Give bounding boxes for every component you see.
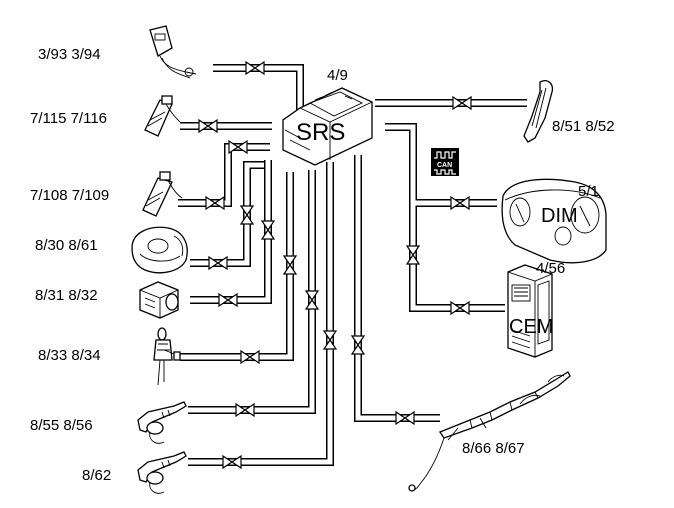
belt-pretensioner-icon <box>153 327 181 386</box>
bus-7-108-core <box>178 144 270 206</box>
passenger-airbag-icon <box>139 281 179 319</box>
can-label: CAN <box>437 162 452 169</box>
pretensioner-icon-upper <box>137 401 187 444</box>
steering-wheel-airbag-icon <box>131 226 188 274</box>
seatbelt-buckle-icon <box>149 25 197 79</box>
connector-marker-8 <box>235 402 255 418</box>
connector-marker-9 <box>222 454 242 470</box>
bus-8-31-core <box>190 160 271 303</box>
connector-marker-1 <box>245 60 265 76</box>
connector-marker-5 <box>208 255 228 271</box>
label-7-108-7-109: 7/108 7/109 <box>30 187 109 204</box>
label-8-33-8-34: 8/33 8/34 <box>38 347 101 364</box>
bus-8-33-core <box>180 172 293 360</box>
dim-code: 5/1 <box>578 183 599 200</box>
label-8-31-8-32: 8/31 8/32 <box>35 287 98 304</box>
connector-marker-6 <box>218 292 238 308</box>
connector-marker-14 <box>239 205 255 225</box>
inflatable-curtain-icon <box>523 80 554 143</box>
side-airbag-icon-lower <box>142 171 183 217</box>
connector-marker-16 <box>282 255 298 275</box>
label-8-66-8-67: 8/66 8/67 <box>462 440 525 457</box>
connector-marker-19 <box>350 335 366 355</box>
dim-label: DIM <box>541 205 578 227</box>
bus-8-55-core <box>188 170 315 413</box>
curtain-harness-icon <box>408 371 571 492</box>
cem-label: CEM <box>509 316 553 338</box>
label-8-30-8-61: 8/30 8/61 <box>35 237 98 254</box>
connector-marker-3 <box>228 139 248 155</box>
connector-marker-20 <box>405 245 421 265</box>
bus-8-66-outline <box>354 155 440 422</box>
label-8-55-8-56: 8/55 8/56 <box>30 417 93 434</box>
bus-3-93-outline <box>213 64 304 110</box>
connector-marker-17 <box>304 290 320 310</box>
label-7-115-7-116: 7/115 7/116 <box>30 110 107 127</box>
cem-module: CEM 4/56 <box>507 260 565 358</box>
connector-marker-15 <box>260 220 276 240</box>
cem-code: 4/56 <box>536 260 565 277</box>
label-8-51-8-52: 8/51 8/52 <box>552 118 615 135</box>
connector-marker-10 <box>452 95 472 111</box>
label-3-93-3-94: 3/93 3/94 <box>38 46 101 63</box>
pretensioner-icon-lower <box>137 451 187 494</box>
connector-marker-13 <box>395 410 415 426</box>
bus-3-93-core <box>213 65 303 110</box>
connector-marker-7 <box>240 349 260 365</box>
srs-code: 4/9 <box>327 67 348 84</box>
srs-label: SRS <box>296 119 345 146</box>
can-bus-icon: CAN <box>431 148 459 176</box>
connector-marker-18 <box>322 330 338 350</box>
bus-8-66-core <box>355 155 440 421</box>
connector-marker-12 <box>450 300 470 316</box>
connector-markers <box>198 60 472 470</box>
dim-module: DIM 5/1 <box>501 178 607 264</box>
connector-marker-2 <box>198 118 218 134</box>
side-airbag-icon-upper <box>144 95 181 137</box>
label-8-62: 8/62 <box>82 467 111 484</box>
bus-7-108-outline <box>178 143 270 207</box>
connector-marker-4 <box>205 195 225 211</box>
connector-marker-11 <box>450 195 470 211</box>
srs-module: SRS 4/9 <box>282 67 373 166</box>
